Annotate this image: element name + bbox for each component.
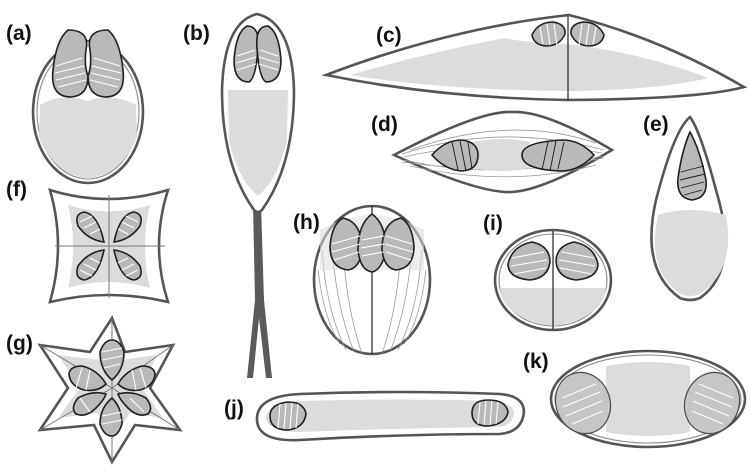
panel-g-label: (g): [6, 332, 33, 355]
panel-j-polar-capsule-left: [270, 402, 306, 430]
panel-d: (d): [371, 112, 612, 192]
panel-b: (b): [183, 14, 294, 378]
panel-d-sporoplasm: [470, 139, 530, 171]
panel-j-label: (j): [224, 397, 244, 420]
panel-e: (e): [643, 113, 728, 300]
panel-a: (a): [6, 22, 143, 183]
panel-c-label: (c): [376, 24, 402, 47]
panel-f-label: (f): [6, 178, 27, 201]
panel-i: (i): [483, 212, 611, 330]
panel-k: (k): [523, 350, 748, 447]
panel-g: (g): [6, 318, 180, 462]
panel-a-polar-capsule-left: [53, 30, 88, 97]
panel-k-label: (k): [523, 350, 549, 373]
panel-a-polar-capsule-right: [88, 30, 123, 97]
panel-j: (j): [224, 392, 524, 440]
panel-b-label: (b): [183, 22, 210, 45]
panel-f: (f): [6, 178, 168, 302]
panel-h: (h): [293, 206, 430, 354]
panel-a-label: (a): [6, 22, 32, 45]
panel-d-label: (d): [371, 113, 398, 136]
panel-h-label: (h): [293, 211, 320, 234]
panel-b-caudal-appendages: [247, 205, 272, 378]
panel-c: (c): [326, 15, 744, 100]
panel-i-label: (i): [483, 212, 503, 235]
panel-e-label: (e): [643, 113, 669, 136]
panel-k-sporoplasm: [606, 362, 690, 436]
